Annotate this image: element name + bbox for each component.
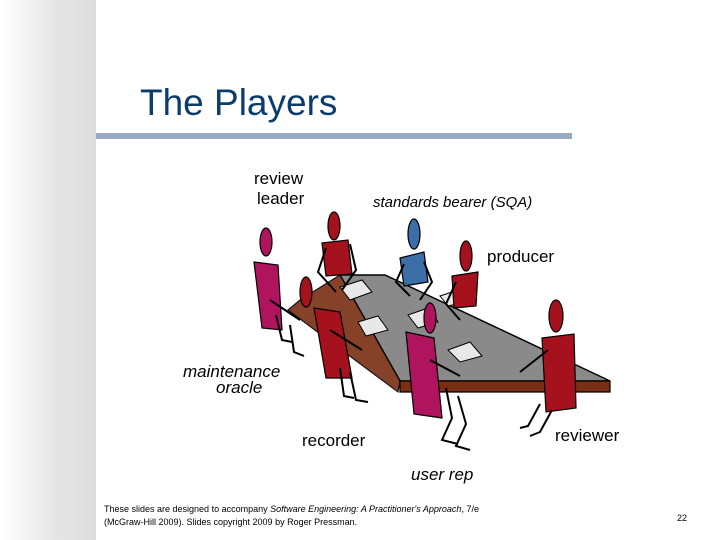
footer-line-2: (McGraw-Hill 2009). Slides copyright 200… bbox=[104, 517, 358, 527]
label-maintenance-oracle-line1: maintenance bbox=[183, 362, 281, 381]
title-underline bbox=[96, 133, 572, 139]
label-standards-bearer: standards bearer (SQA) bbox=[373, 194, 533, 211]
reviewer-figure bbox=[519, 299, 577, 437]
label-review-leader-line2: leader bbox=[257, 189, 305, 208]
producer-figure bbox=[444, 240, 479, 321]
footer-line-1: These slides are designed to accompany S… bbox=[104, 504, 479, 514]
footer-copyright: These slides are designed to accompany S… bbox=[104, 503, 479, 529]
label-reviewer: reviewer bbox=[555, 426, 620, 445]
page-number: 22 bbox=[677, 513, 688, 523]
maintenance-oracle-figure bbox=[299, 276, 369, 403]
label-maintenance-oracle-line2: oracle bbox=[216, 378, 263, 397]
label-recorder: recorder bbox=[302, 431, 366, 450]
slide-title: The Players bbox=[140, 82, 338, 123]
left-gradient-band bbox=[0, 0, 96, 540]
standards-bearer-figure bbox=[316, 211, 358, 293]
review-leader-figure bbox=[253, 227, 305, 357]
label-review-leader-line1: review bbox=[254, 169, 304, 188]
label-user-rep: user rep bbox=[411, 465, 474, 484]
recorder-figure bbox=[405, 302, 471, 451]
label-producer: producer bbox=[487, 247, 555, 266]
sqa-figure bbox=[394, 218, 434, 301]
